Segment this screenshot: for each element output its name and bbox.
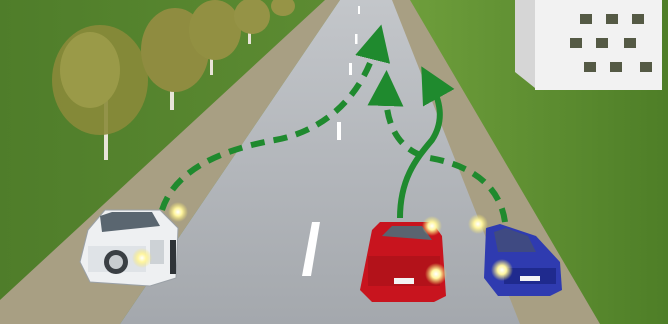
- blue-front-indicator: [468, 214, 488, 234]
- red-rear-indicator: [425, 263, 447, 285]
- red-front-indicator: [422, 216, 442, 236]
- blue-rear-indicator: [491, 259, 513, 281]
- suv-rear-indicator: [132, 248, 152, 268]
- suv-front-indicator: [168, 202, 188, 222]
- building: [515, 0, 662, 90]
